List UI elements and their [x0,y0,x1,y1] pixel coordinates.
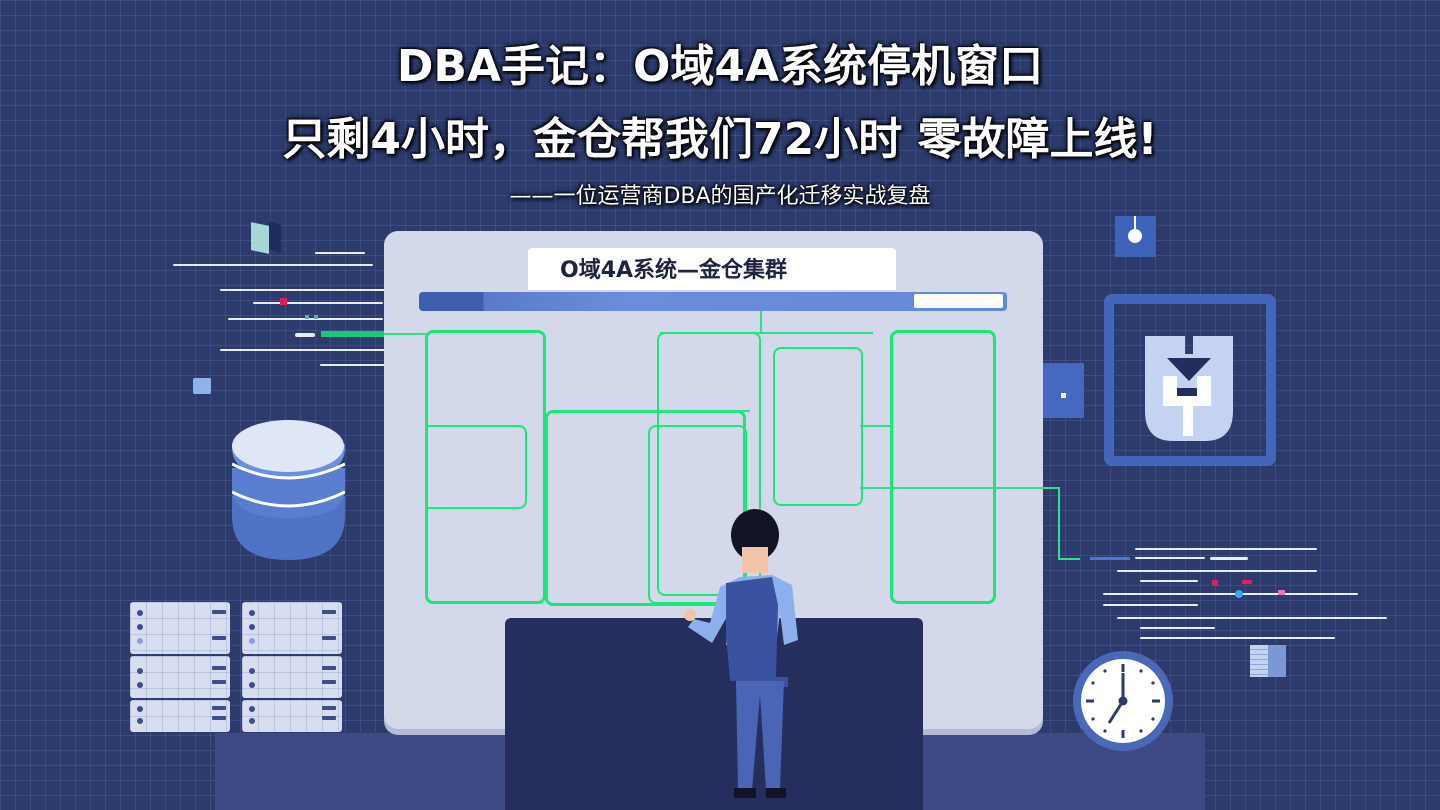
progress-bar [419,292,1007,311]
headline-subtitle: ——一位运营商DBA的国产化迁移实战复盘 [509,184,931,209]
headline-line-2: 只剩4小时，金仓帮我们72小时 零故障上线! [282,114,1158,165]
headline-line-1: DBA手记：O域4A系统停机窗口 [396,41,1044,92]
shield-download-icon [1104,294,1276,466]
monitor-screen [505,618,923,810]
document-stack-icon [1250,645,1286,677]
network-node-icon [1115,216,1156,257]
progress-bar-slot [914,294,1003,308]
document-cube-icon [251,221,281,254]
status-indicator-icon [1043,363,1084,418]
clock-icon [1073,651,1173,751]
dba-person-figure [684,509,798,798]
database-icon [232,420,345,560]
cube-icon [193,378,211,394]
cluster-panel-title: O域4A系统—金仓集群 [528,248,896,290]
